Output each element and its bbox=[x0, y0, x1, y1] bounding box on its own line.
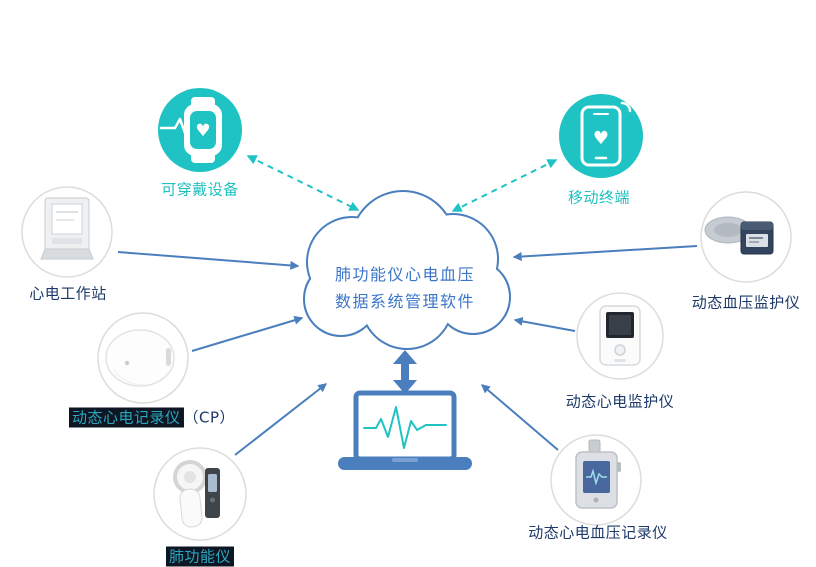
arrow-holter-to-cloud bbox=[191, 315, 304, 352]
cloud-title-line1: 肺功能仪心电血压 bbox=[334, 265, 476, 284]
arrow-workstation-to-cloud bbox=[117, 251, 300, 270]
arrow-ecg-monitor-to-cloud bbox=[513, 316, 576, 332]
signal-icon bbox=[620, 101, 632, 113]
holter-cp-icon bbox=[97, 312, 189, 404]
ecg-bp-recorder-icon bbox=[550, 434, 642, 526]
label-holter-cp-main: 动态心电记录仪 bbox=[68, 407, 184, 428]
label-holter-cp-suffix: （CP） bbox=[183, 408, 236, 427]
label-bp-monitor: 动态血压监护仪 bbox=[691, 293, 801, 312]
wearable-icon: ♥ bbox=[158, 88, 242, 172]
spirometer-icon bbox=[153, 447, 247, 541]
heart-icon: ♥ bbox=[593, 128, 609, 149]
label-ecg-workstation: 心电工作站 bbox=[29, 284, 107, 303]
double-arrow-cloud-laptop bbox=[393, 350, 417, 394]
ecg-monitor-icon bbox=[576, 292, 664, 380]
arrow-wearable-cloud bbox=[246, 155, 360, 211]
label-spirometer-text: 肺功能仪 bbox=[165, 546, 235, 567]
label-ecg-monitor: 动态心电监护仪 bbox=[565, 392, 675, 411]
cloud-shape bbox=[303, 190, 511, 350]
connector-arrows bbox=[117, 155, 698, 456]
heart-icon: ♥ bbox=[195, 121, 210, 141]
cloud-title-line2: 数据系统管理软件 bbox=[334, 292, 476, 311]
label-holter-cp: 动态心电记录仪（CP） bbox=[68, 407, 236, 428]
arrow-ecg-bp-recorder-to-cloud bbox=[480, 384, 559, 451]
arrow-spirometer-to-cloud bbox=[234, 383, 328, 456]
arrow-bp-monitor-to-cloud bbox=[512, 245, 698, 262]
mobile-icon: ♥ bbox=[559, 93, 643, 178]
label-spirometer: 肺功能仪 bbox=[165, 546, 235, 567]
label-mobile: 移动终端 bbox=[567, 188, 631, 207]
label-ecg-bp-recorder: 动态心电血压记录仪 bbox=[528, 523, 668, 542]
ecg-workstation-icon bbox=[21, 186, 113, 278]
label-wearable: 可穿戴设备 bbox=[161, 180, 239, 199]
cloud-title: 肺功能仪心电血压 数据系统管理软件 bbox=[335, 261, 475, 315]
laptop-icon bbox=[338, 390, 472, 470]
signal-icon bbox=[622, 93, 638, 112]
arrow-mobile-cloud bbox=[451, 159, 558, 212]
bp-monitor-icon bbox=[700, 191, 792, 283]
